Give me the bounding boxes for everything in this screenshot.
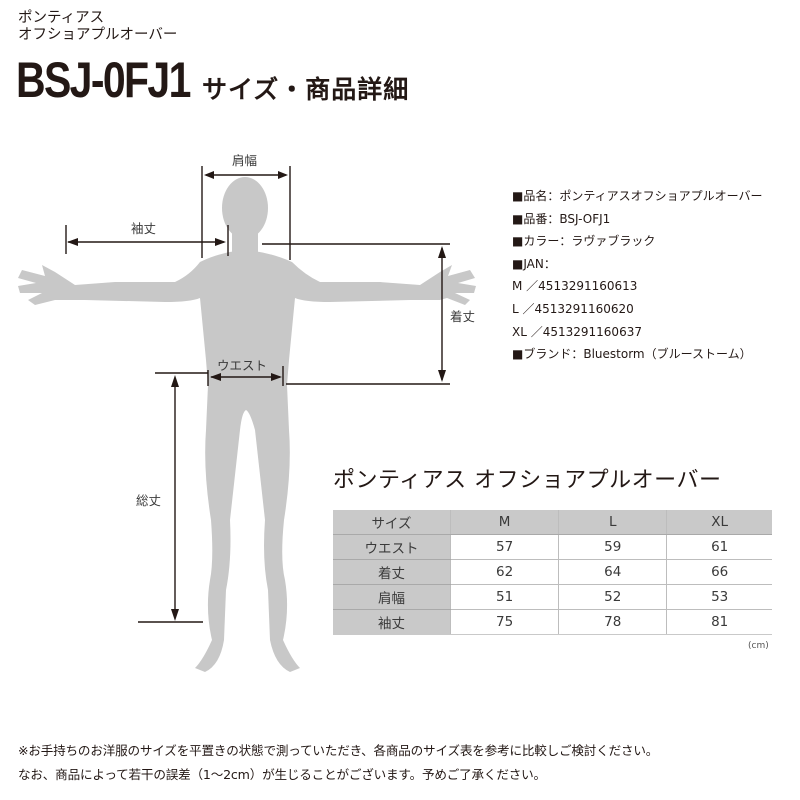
size-chart-header-row: サイズ M L XL: [333, 510, 772, 535]
body-silhouette-icon: [18, 166, 476, 672]
row-label: 肩幅: [333, 584, 451, 610]
table-row: 着丈 62 64 66: [333, 559, 772, 585]
product-name: ■品名：ポンティアスオフショアプルオーバー: [512, 189, 763, 203]
header-cell-size: サイズ: [333, 510, 451, 535]
table-cell: 53: [666, 584, 772, 610]
size-chart-unit: (cm): [748, 641, 769, 651]
jan-code-xl: XL ／4513291160637: [512, 324, 642, 339]
row-label: ウエスト: [333, 534, 451, 560]
product-subtitle: ポンティアス オフショアプルオーバー: [18, 10, 177, 44]
product-brand: ■ブランド：Bluestorm（ブルーストーム）: [512, 347, 752, 362]
page-heading: サイズ・商品詳細: [202, 75, 410, 104]
label-waist: ウエスト: [217, 358, 268, 373]
footnote-line-2: なお、商品によって若干の誤差（1〜2cm）が生じることがございます。予めご了承く…: [18, 767, 546, 782]
table-cell: 57: [450, 534, 560, 560]
size-chart-title: ポンティアス オフショアプルオーバー: [333, 468, 722, 493]
size-chart-table: サイズ M L XL ウエスト 57 59 61 着丈 62 64 66 肩幅 …: [333, 510, 772, 635]
subtitle-line-2: オフショアプルオーバー: [18, 27, 178, 43]
header-cell-l: L: [558, 510, 668, 535]
product-info: ■品名：ポンティアスオフショアプルオーバー ■品番：BSJ-OFJ1 ■カラー：…: [512, 185, 763, 366]
table-cell: 66: [666, 559, 772, 585]
footnote-line-1: ※お手持ちのお洋服のサイズを平置きの状態で測っていただき、各商品のサイズ表を参考…: [18, 743, 659, 758]
table-cell: 64: [558, 559, 668, 585]
label-body-length: 着丈: [450, 309, 476, 324]
row-label: 袖丈: [333, 609, 451, 635]
table-cell: 52: [558, 584, 668, 610]
label-total-length: 総丈: [136, 493, 162, 508]
jan-code-l: L ／4513291160620: [512, 301, 634, 316]
table-row: ウエスト 57 59 61: [333, 534, 772, 560]
footnote: ※お手持ちのお洋服のサイズを平置きの状態で測っていただき、各商品のサイズ表を参考…: [18, 739, 658, 787]
table-cell: 81: [666, 609, 772, 635]
label-shoulder-width: 肩幅: [232, 153, 258, 168]
product-number: ■品番：BSJ-OFJ1: [512, 211, 611, 226]
header-cell-xl: XL: [666, 510, 772, 535]
jan-code-m: M ／4513291160613: [512, 279, 638, 294]
table-cell: 75: [450, 609, 560, 635]
table-cell: 78: [558, 609, 668, 635]
model-code: BSJ-0FJ1: [16, 52, 191, 108]
table-cell: 51: [450, 584, 560, 610]
table-cell: 62: [450, 559, 560, 585]
table-cell: 59: [558, 534, 668, 560]
body-measurement-figure: 肩幅 袖丈 着丈 ウエスト 総丈: [0, 140, 500, 680]
subtitle-line-1: ポンティアス: [18, 10, 105, 26]
row-label: 着丈: [333, 559, 451, 585]
label-sleeve-length: 袖丈: [131, 221, 157, 236]
product-color: ■カラー：ラヴァブラック: [512, 234, 656, 249]
jan-label: ■JAN：: [512, 256, 556, 271]
table-row: 肩幅 51 52 53: [333, 584, 772, 610]
table-cell: 61: [666, 534, 772, 560]
table-row: 袖丈 75 78 81: [333, 609, 772, 635]
header-cell-m: M: [450, 510, 560, 535]
